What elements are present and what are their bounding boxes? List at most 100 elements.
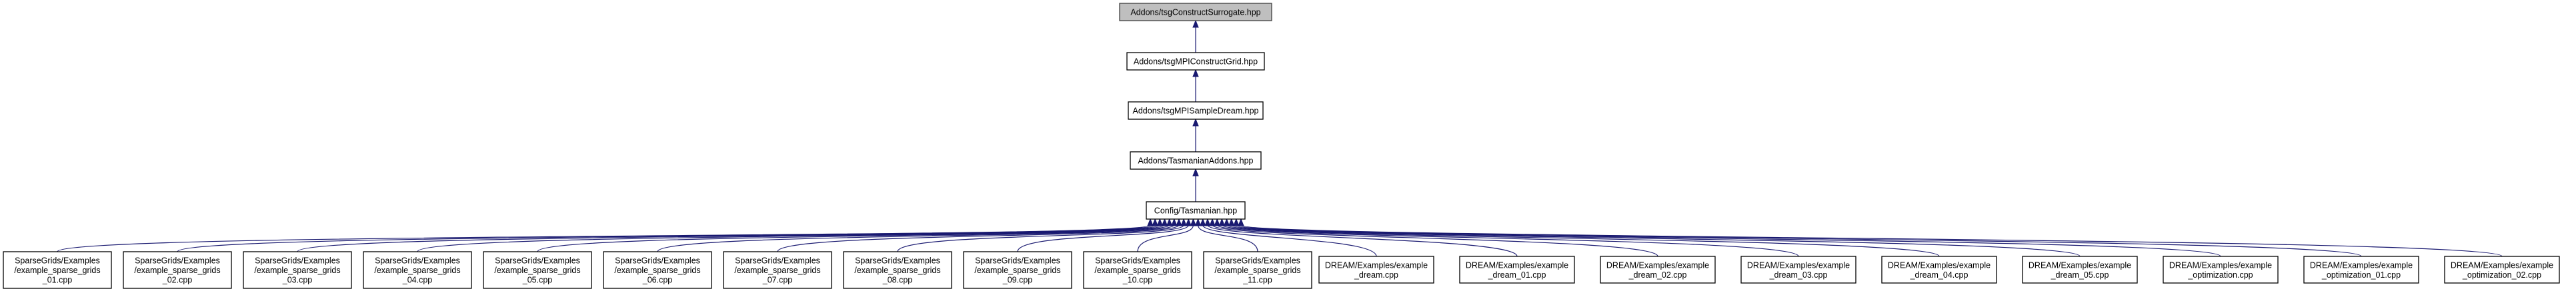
node-box-sg04[interactable] [363,251,472,289]
edge-sg09-to-tasmanian [1017,224,1189,252]
edge-opt02-to-tasmanian [1240,224,2503,257]
node-box-mpiconstruct[interactable] [1126,52,1265,71]
node-label-sg03-line-2: _03.cpp [282,276,313,285]
node-box-dream02[interactable] [1600,256,1716,284]
node-label-dream04-line-1: _dream_04.cpp [1910,270,1969,280]
arrowhead-sg06-to-tasmanian [1171,218,1178,226]
node-label-sg07-line-0: SparseGrids/Examples [735,256,820,266]
node-sg05[interactable]: SparseGrids/Examples/example_sparse_grid… [483,251,592,289]
node-box-opt01[interactable] [2303,256,2419,284]
node-label-dream04-line-0: DREAM/Examples/example [1888,260,1991,270]
node-label-opt01-line-1: _optimization_01.cpp [2321,270,2401,280]
node-box-sg10[interactable] [1083,251,1192,289]
node-box-dream[interactable] [1318,256,1434,284]
arrowhead-mpiconstruct-to-surrogate [1192,19,1199,28]
node-label-sg04-line-0: SparseGrids/Examples [375,256,460,266]
node-sg04[interactable]: SparseGrids/Examples/example_sparse_grid… [363,251,472,289]
node-label-dream-line-1: _dream.cpp [1354,270,1398,280]
edge-sg10-to-tasmanian [1137,224,1194,252]
node-box-sg02[interactable] [123,251,232,289]
node-dream[interactable]: DREAM/Examples/example_dream.cpp [1318,256,1434,284]
node-sg03[interactable]: SparseGrids/Examples/example_sparse_grid… [243,251,352,289]
node-box-dream03[interactable] [1740,256,1856,284]
node-dream02[interactable]: DREAM/Examples/example_dream_02.cpp [1600,256,1716,284]
node-label-sg10-line-2: _10.cpp [1122,276,1153,285]
node-label-opt01-line-0: DREAM/Examples/example [2310,260,2413,270]
node-label-mpisample-line-0: Addons/tsgMPISampleDream.hpp [1133,107,1259,116]
node-label-sg10-line-0: SparseGrids/Examples [1095,256,1180,266]
node-dream05[interactable]: DREAM/Examples/example_dream_05.cpp [2022,256,2138,284]
node-box-dream04[interactable] [1881,256,1997,284]
node-box-opt[interactable] [2163,256,2279,284]
edge-sg07-to-tasmanian [777,224,1180,252]
node-sg10[interactable]: SparseGrids/Examples/example_sparse_grid… [1083,251,1192,289]
node-label-opt-line-0: DREAM/Examples/example [2169,260,2272,270]
node-box-tasmanian[interactable] [1146,201,1246,220]
edges-layer [57,19,2503,257]
node-label-sg08-line-2: _08.cpp [882,276,913,285]
node-label-addons-line-0: Addons/TasmanianAddons.hpp [1138,156,1253,166]
arrowhead-dream04-to-tasmanian [1218,218,1226,226]
node-label-sg03-line-0: SparseGrids/Examples [255,256,340,266]
node-label-sg02-line-1: /example_sparse_grids [134,266,220,275]
edge-sg08-to-tasmanian [897,224,1184,252]
node-box-sg01[interactable] [3,251,112,289]
node-label-sg08-line-0: SparseGrids/Examples [855,256,940,266]
node-box-sg08[interactable] [843,251,952,289]
node-opt01[interactable]: DREAM/Examples/example_optimization_01.c… [2303,256,2419,284]
node-box-sg07[interactable] [723,251,832,289]
node-sg07[interactable]: SparseGrids/Examples/example_sparse_grid… [723,251,832,289]
node-dream03[interactable]: DREAM/Examples/example_dream_03.cpp [1740,256,1856,284]
node-label-sg11-line-0: SparseGrids/Examples [1215,256,1300,266]
node-mpiconstruct[interactable]: Addons/tsgMPIConstructGrid.hpp [1126,52,1265,71]
node-box-sg09[interactable] [963,251,1072,289]
node-box-sg03[interactable] [243,251,352,289]
arrowhead-opt01-to-tasmanian [1233,218,1240,226]
node-box-sg11[interactable] [1203,251,1312,289]
arrowhead-sg09-to-tasmanian [1185,218,1192,226]
edge-sg06-to-tasmanian [657,224,1175,252]
node-box-dream01[interactable] [1459,256,1575,284]
arrowhead-sg04-to-tasmanian [1161,218,1168,226]
node-label-dream02-line-0: DREAM/Examples/example [1606,260,1709,270]
arrowhead-tasmanian-to-addons [1192,168,1199,176]
node-surrogate[interactable]: Addons/tsgConstructSurrogate.hpp [1119,3,1272,21]
node-sg02[interactable]: SparseGrids/Examples/example_sparse_grid… [123,251,232,289]
node-label-sg04-line-2: _04.cpp [402,276,433,285]
node-opt02[interactable]: DREAM/Examples/example_optimization_02.c… [2444,256,2560,284]
node-label-sg08-line-1: /example_sparse_grids [854,266,940,275]
node-box-opt02[interactable] [2444,256,2560,284]
node-box-sg05[interactable] [483,251,592,289]
node-box-mpisample[interactable] [1128,101,1264,120]
edge-dream-to-tasmanian [1202,224,1377,257]
node-label-sg01-line-1: /example_sparse_grids [14,266,100,275]
arrowhead-sg01-to-tasmanian [1147,218,1154,226]
node-addons[interactable]: Addons/TasmanianAddons.hpp [1130,151,1262,170]
edge-opt01-to-tasmanian [1236,224,2362,257]
node-box-addons[interactable] [1130,151,1262,170]
node-mpisample[interactable]: Addons/tsgMPISampleDream.hpp [1128,101,1264,120]
node-sg09[interactable]: SparseGrids/Examples/example_sparse_grid… [963,251,1072,289]
node-sg01[interactable]: SparseGrids/Examples/example_sparse_grid… [3,251,112,289]
node-dream04[interactable]: DREAM/Examples/example_dream_04.cpp [1881,256,1997,284]
node-label-sg02-line-0: SparseGrids/Examples [135,256,220,266]
edge-sg01-to-tasmanian [57,224,1151,252]
node-label-sg06-line-2: _06.cpp [642,276,673,285]
node-dream01[interactable]: DREAM/Examples/example_dream_01.cpp [1459,256,1575,284]
node-box-sg06[interactable] [603,251,712,289]
node-sg08[interactable]: SparseGrids/Examples/example_sparse_grid… [843,251,952,289]
arrowhead-opt02-to-tasmanian [1238,218,1244,226]
node-label-sg09-line-1: /example_sparse_grids [974,266,1060,275]
arrowhead-sg10-to-tasmanian [1190,218,1197,226]
node-label-dream-line-0: DREAM/Examples/example [1325,260,1428,270]
node-box-dream05[interactable] [2022,256,2138,284]
node-sg06[interactable]: SparseGrids/Examples/example_sparse_grid… [603,251,712,289]
edge-sg11-to-tasmanian [1197,224,1258,252]
node-sg11[interactable]: SparseGrids/Examples/example_sparse_grid… [1203,251,1312,289]
node-opt[interactable]: DREAM/Examples/example_optimization.cpp [2163,256,2279,284]
node-tasmanian[interactable]: Config/Tasmanian.hpp [1146,201,1246,220]
node-label-sg02-line-2: _02.cpp [162,276,193,285]
node-box-surrogate[interactable] [1119,3,1272,21]
edge-dream02-to-tasmanian [1212,224,1658,257]
edge-opt-to-tasmanian [1231,224,2221,257]
